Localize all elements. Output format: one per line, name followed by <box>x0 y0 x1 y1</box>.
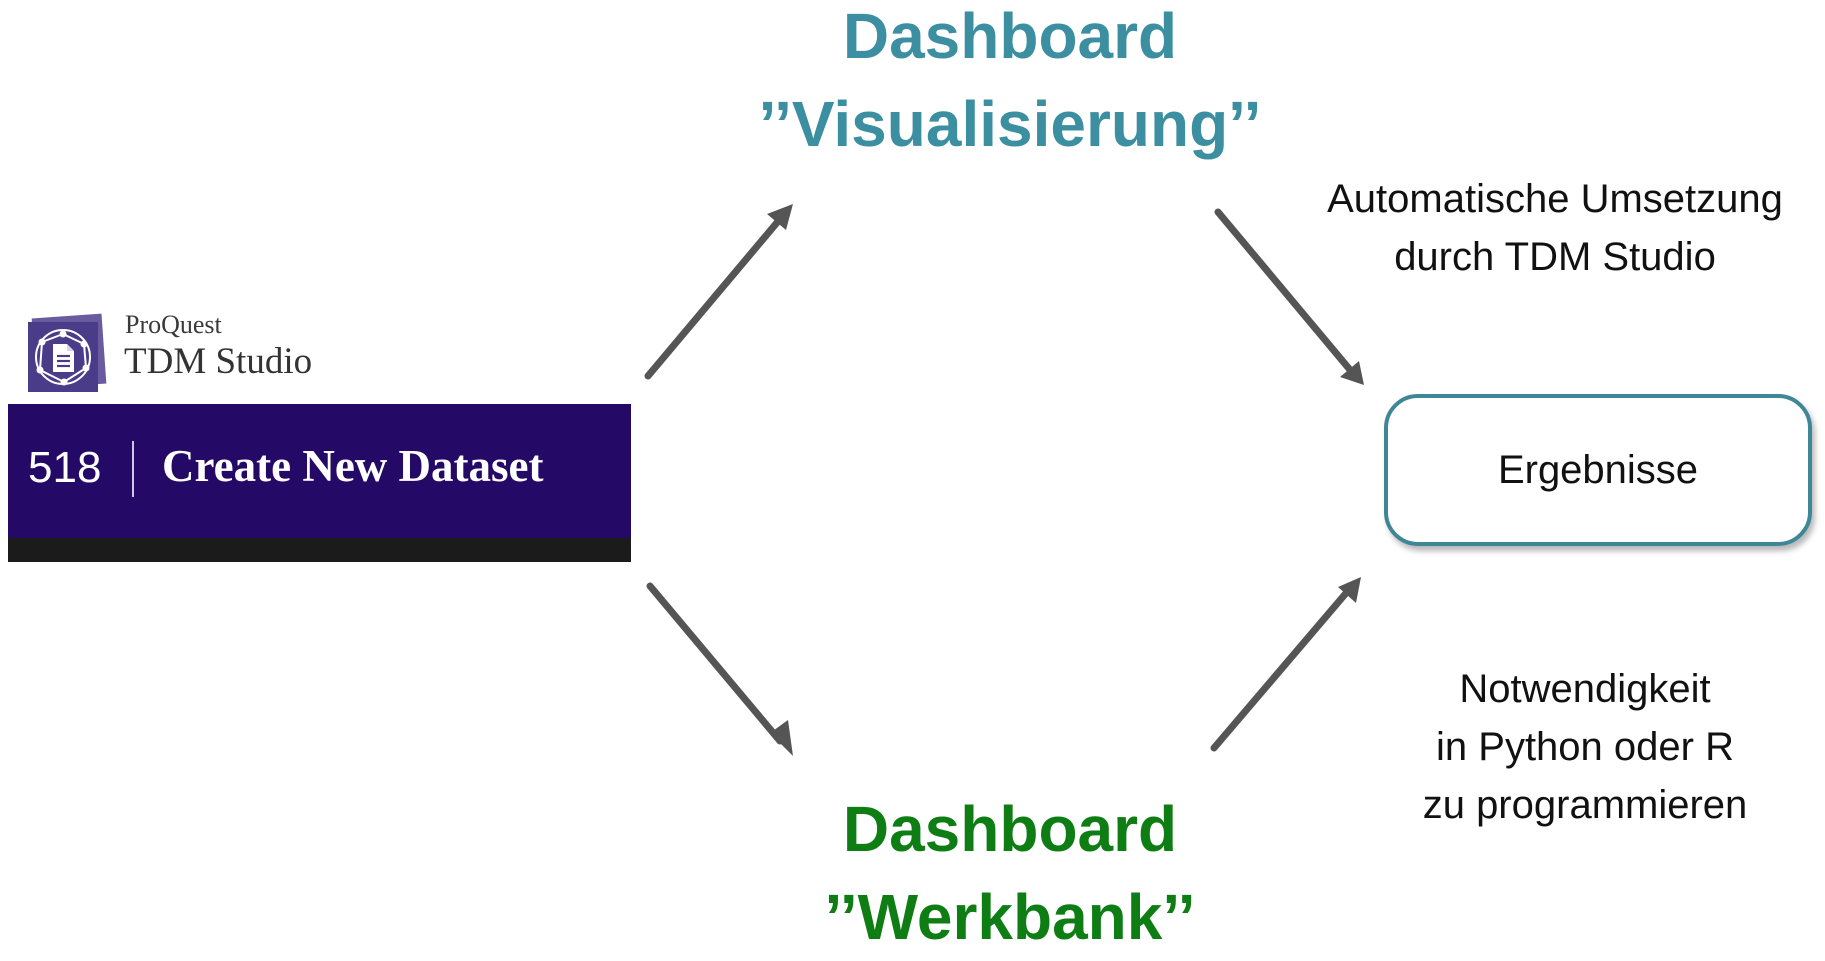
arrowhead-4 <box>1338 577 1361 603</box>
arrow-werkbank-to-result <box>1210 588 1351 752</box>
arrowhead-3 <box>770 720 793 756</box>
caption-line: zu programmieren <box>1422 783 1748 827</box>
node-dashboard-werkbank: Dashboard ’’Werkbank’’ <box>760 785 1260 961</box>
result-node: Ergebnisse <box>1384 394 1812 546</box>
dataset-count: 518 <box>28 443 102 492</box>
node-title-line1: Dashboard <box>842 0 1178 72</box>
arrow-source-to-werkbank <box>646 582 784 745</box>
node-title-line2: ’’Werkbank’’ <box>824 881 1196 953</box>
result-label: Ergebnisse <box>1497 447 1699 492</box>
banner-divider <box>132 441 134 497</box>
caption-automatic: Automatische Umsetzung durch TDM Studio <box>1285 170 1825 286</box>
brand-tdm-studio: TDM Studio <box>124 341 313 382</box>
node-title-line1: Dashboard <box>842 793 1178 865</box>
caption-line: in Python oder R <box>1436 725 1734 769</box>
banner-bottom-bar <box>8 538 631 562</box>
arrowhead-2 <box>1340 361 1364 385</box>
dataset-banner <box>8 404 631 538</box>
create-new-dataset-label: Create New Dataset <box>162 441 544 491</box>
caption-line: Notwendigkeit <box>1459 667 1711 711</box>
arrowhead-1 <box>767 204 793 230</box>
caption-line: Automatische Umsetzung <box>1327 177 1783 221</box>
caption-programming: Notwendigkeit in Python oder R zu progra… <box>1355 660 1815 834</box>
arrow-source-to-visualisierung <box>644 215 784 380</box>
node-dashboard-visualisierung: Dashboard ’’Visualisierung’’ <box>720 0 1300 168</box>
tdm-studio-logo-icon <box>28 313 107 392</box>
brand-proquest: ProQuest <box>125 310 222 339</box>
node-title-line2: ’’Visualisierung’’ <box>758 88 1262 160</box>
caption-line: durch TDM Studio <box>1394 235 1716 279</box>
